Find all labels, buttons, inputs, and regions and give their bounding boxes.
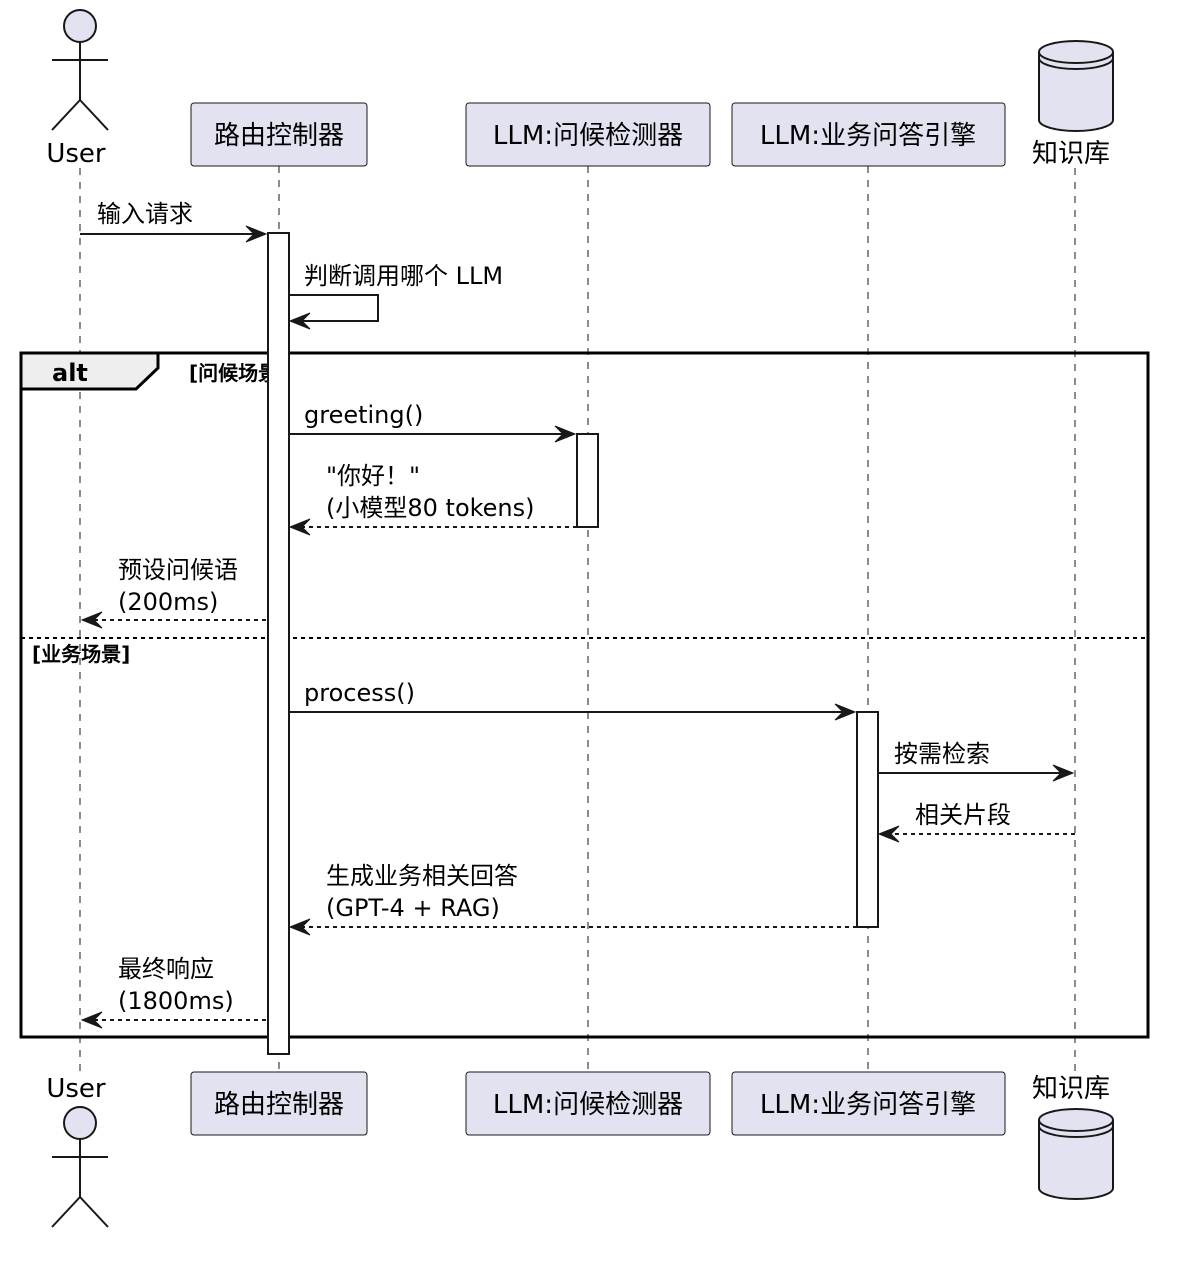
participant-engine-label: LLM:业务问答引擎 bbox=[760, 1090, 976, 1120]
message-process-call: process() bbox=[289, 679, 856, 721]
participant-router-label: 路由控制器 bbox=[214, 121, 344, 151]
activation-greeter bbox=[576, 433, 599, 528]
message-label-line2: (GPT-4 + RAG) bbox=[326, 894, 500, 922]
message-label-line1: 最终响应 bbox=[118, 955, 214, 983]
message-generated-answer: 生成业务相关回答 (GPT-4 + RAG) bbox=[289, 862, 857, 936]
message-label-line1: "你好！" bbox=[326, 462, 420, 490]
message-label: process() bbox=[304, 679, 415, 707]
message-label: 输入请求 bbox=[97, 200, 193, 228]
message-relevant-chunks: 相关片段 bbox=[878, 801, 1075, 843]
message-greeting-call: greeting() bbox=[289, 401, 576, 443]
alt-tab bbox=[19, 351, 160, 391]
participant-engine-bottom: LLM:业务问答引擎 bbox=[731, 1071, 1006, 1136]
message-input-request: 输入请求 bbox=[80, 200, 267, 243]
participant-router-top: 路由控制器 bbox=[190, 102, 368, 167]
actor-user-bottom: User bbox=[46, 1074, 109, 1228]
participant-greeter-label: LLM:问候检测器 bbox=[493, 121, 683, 151]
participant-greeter-label: LLM:问候检测器 bbox=[493, 1090, 683, 1120]
message-label: 相关片段 bbox=[915, 801, 1011, 829]
actor-user-label: User bbox=[46, 139, 106, 169]
participant-greeter-bottom: LLM:问候检测器 bbox=[465, 1071, 711, 1136]
activation-engine bbox=[856, 711, 879, 928]
actor-head-icon bbox=[63, 9, 97, 43]
arrow-left-icon bbox=[81, 611, 103, 629]
message-preset-greeting: 预设问候语 (200ms) bbox=[81, 556, 266, 629]
alt-guard-business: [业务场景] bbox=[32, 642, 130, 666]
alt-frame bbox=[19, 351, 1150, 1039]
participant-engine-top: LLM:业务问答引擎 bbox=[731, 102, 1006, 167]
message-label-line1: 预设问候语 bbox=[118, 556, 238, 584]
participant-router-bottom: 路由控制器 bbox=[190, 1071, 368, 1136]
actor-user-label: User bbox=[46, 1074, 106, 1104]
database-kb-label: 知识库 bbox=[1032, 139, 1110, 169]
database-icon bbox=[1038, 1120, 1114, 1200]
database-kb-bottom: 知识库 bbox=[1032, 1074, 1114, 1200]
message-label: greeting() bbox=[304, 401, 423, 429]
arrow-left-icon bbox=[289, 518, 311, 536]
alt-title: alt bbox=[52, 359, 88, 387]
message-label: 判断调用哪个 LLM bbox=[304, 262, 503, 290]
message-final-response: 最终响应 (1800ms) bbox=[81, 955, 266, 1029]
actor-user-top: User bbox=[46, 9, 109, 169]
arrow-left-icon bbox=[81, 1011, 103, 1029]
actor-head-icon bbox=[63, 1106, 97, 1140]
database-icon bbox=[1038, 52, 1114, 132]
message-label-line2: (小模型80 tokens) bbox=[326, 494, 535, 522]
message-label: 按需检索 bbox=[894, 740, 990, 768]
message-label-line2: (200ms) bbox=[118, 588, 218, 616]
message-label-line2: (1800ms) bbox=[118, 987, 234, 1015]
database-kb-top: 知识库 bbox=[1032, 40, 1114, 169]
message-retrieve: 按需检索 bbox=[878, 740, 1074, 782]
activation-router bbox=[267, 232, 290, 1055]
arrow-left-icon bbox=[289, 918, 311, 936]
message-greeting-return: "你好！" (小模型80 tokens) bbox=[289, 462, 577, 536]
participant-greeter-top: LLM:问候检测器 bbox=[465, 102, 711, 167]
participant-router-label: 路由控制器 bbox=[214, 1090, 344, 1120]
message-self-decide: 判断调用哪个 LLM bbox=[289, 262, 503, 330]
participant-engine-label: LLM:业务问答引擎 bbox=[760, 121, 976, 151]
database-kb-label: 知识库 bbox=[1032, 1074, 1110, 1104]
message-label-line1: 生成业务相关回答 bbox=[326, 862, 518, 890]
